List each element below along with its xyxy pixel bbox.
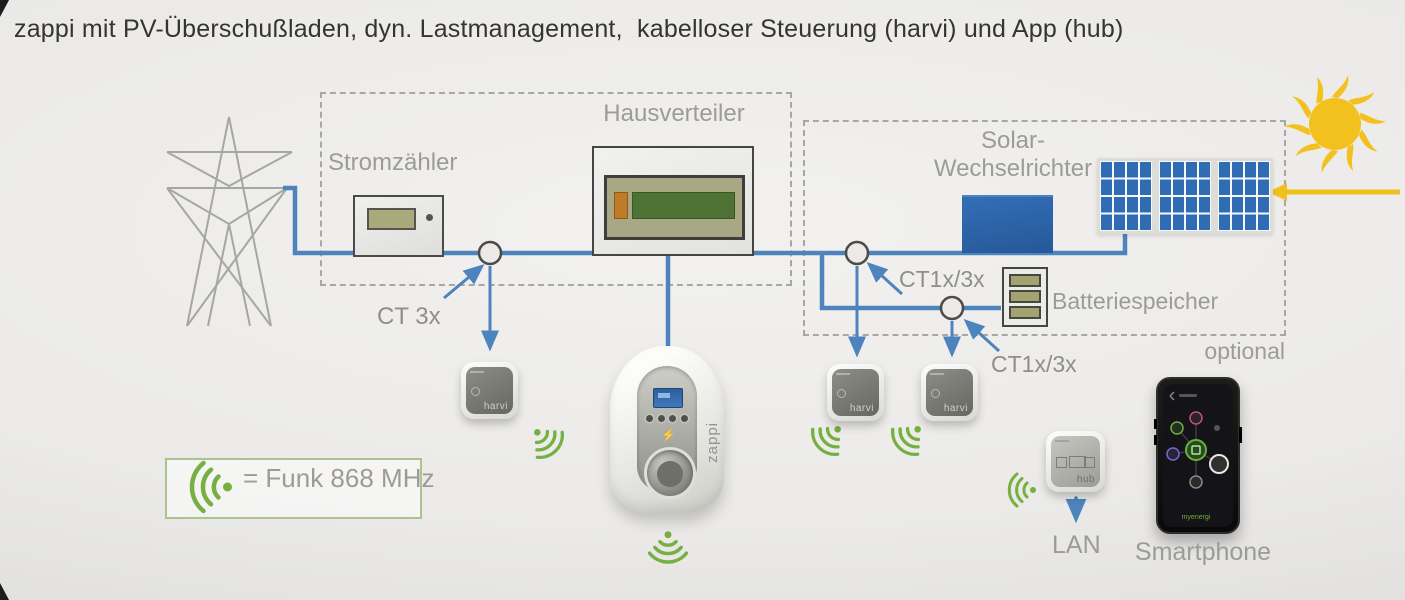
main-switch (614, 192, 628, 219)
harvi-device-2: harvi (827, 364, 884, 421)
app-titlebar (1179, 394, 1197, 397)
sensor-arrows (443, 261, 1087, 524)
solar-inverter-box (962, 195, 1053, 253)
radio-waves-icon-harvi2 (805, 412, 855, 462)
app-node-green (1170, 421, 1184, 435)
phone-button (1154, 435, 1157, 445)
harvi-logo-ring (931, 389, 940, 398)
zappi-logo: zappi (704, 422, 721, 463)
breaker-panel (604, 175, 745, 240)
inverter-label-line2: Wechselrichter (933, 155, 1093, 182)
solar-panel-array (1097, 158, 1273, 234)
ct1x3x-b-callout-arrow (963, 318, 1001, 353)
ct-node-battery (939, 295, 965, 321)
app-node-small (1214, 425, 1220, 431)
radio-waves-icon-hub (1007, 472, 1038, 508)
power-pylon-icon (166, 116, 293, 327)
ct-node-grid (477, 240, 503, 266)
lightning-bolt-icon: ⚡ (661, 428, 676, 442)
harvi-logo-ring (837, 389, 846, 398)
harvi-device-1: harvi (461, 362, 518, 419)
harvi-device-3: harvi (921, 364, 978, 421)
hub-display-icon (1069, 456, 1086, 468)
smartphone-device: myenergi (1154, 377, 1242, 534)
harvi-brand-mark (836, 373, 850, 375)
lan-label: LAN (1052, 531, 1101, 559)
hub-port-icon (1056, 457, 1067, 468)
main-bus-line (283, 185, 1128, 256)
solar-panel (1100, 161, 1152, 231)
battery-cell (1009, 290, 1041, 303)
ct3x-label: CT 3x (377, 303, 441, 330)
app-node-selected (1209, 454, 1229, 474)
optional-label: optional (1204, 338, 1285, 364)
legend-box (165, 458, 422, 519)
app-node-gray (1189, 475, 1203, 489)
radio-waves-icon-harvi1 (520, 415, 570, 465)
battery-cell (1009, 274, 1041, 287)
optional-solar-zone (803, 120, 1286, 336)
sunlight-arrow-icon (1268, 183, 1400, 201)
meter-led (426, 214, 433, 221)
inverter-label: Solar- Wechselrichter (930, 127, 1096, 183)
app-brand-text: myenergi (1182, 514, 1211, 521)
hub-label: hub (1076, 474, 1095, 485)
zappi-front-panel: ⚡ (637, 366, 697, 499)
ct-node-inverter (844, 240, 870, 266)
app-hub-node (1185, 439, 1207, 461)
battery-storage-box (1002, 267, 1048, 327)
back-arrow-icon (1169, 391, 1175, 401)
sun-icon (1284, 75, 1386, 173)
app-node-purple (1166, 447, 1180, 461)
battery-label: Batteriespeicher (1052, 288, 1219, 314)
zappi-charger: ⚡ zappi (610, 346, 724, 513)
ct1x3x-label-a: CT1x/3x (899, 266, 985, 292)
legend-text: = Funk 868 MHz (243, 463, 435, 493)
hub-device: hub (1046, 431, 1105, 492)
distribution-label: Hausverteiler (603, 100, 745, 127)
hub-brand-mark (1055, 440, 1069, 442)
meter-label: Stromzähler (328, 149, 458, 176)
battery-cell (1009, 306, 1041, 319)
app-hub-glyph (1191, 445, 1201, 455)
zappi-display (653, 388, 683, 408)
ct1x3x-label-b: CT1x/3x (991, 351, 1077, 377)
ct1x3x-a-callout-arrow (866, 261, 904, 296)
ct-clamp-nodes (477, 240, 965, 321)
myenergi-app-screen: myenergi (1163, 384, 1233, 527)
electricity-meter-box (353, 195, 444, 257)
harvi-brand-mark (930, 373, 944, 375)
breaker-row (632, 192, 735, 219)
phone-button (1154, 419, 1157, 429)
harvi-logo-ring (471, 387, 480, 396)
zappi-buttons (646, 415, 688, 423)
radio-waves-icon-harvi3 (885, 412, 935, 462)
meter-display (367, 208, 416, 230)
smartphone-label: Smartphone (1134, 538, 1272, 566)
solar-panel (1218, 161, 1270, 231)
harvi-label: harvi (483, 401, 508, 412)
radio-waves-icon-zappi (647, 529, 689, 564)
phone-button (1239, 427, 1242, 443)
zappi-socket (644, 447, 696, 499)
distribution-board-box (592, 146, 754, 256)
radio-waves-icon-legend (192, 463, 232, 511)
ct3x-callout-arrow (443, 264, 485, 300)
grid-section-zone (320, 92, 792, 286)
harvi-label: harvi (943, 403, 968, 414)
diagram-title: zappi mit PV-Überschußladen, dyn. Lastma… (14, 15, 1124, 43)
hub-port-icon (1084, 457, 1095, 468)
inverter-label-line1: Solar- (980, 127, 1046, 154)
video-corner-artifact (0, 583, 9, 600)
solar-panel (1159, 161, 1211, 231)
harvi-brand-mark (470, 371, 484, 373)
harvi-label: harvi (849, 403, 874, 414)
app-node-pink (1189, 411, 1203, 425)
video-corner-artifact (0, 0, 9, 17)
